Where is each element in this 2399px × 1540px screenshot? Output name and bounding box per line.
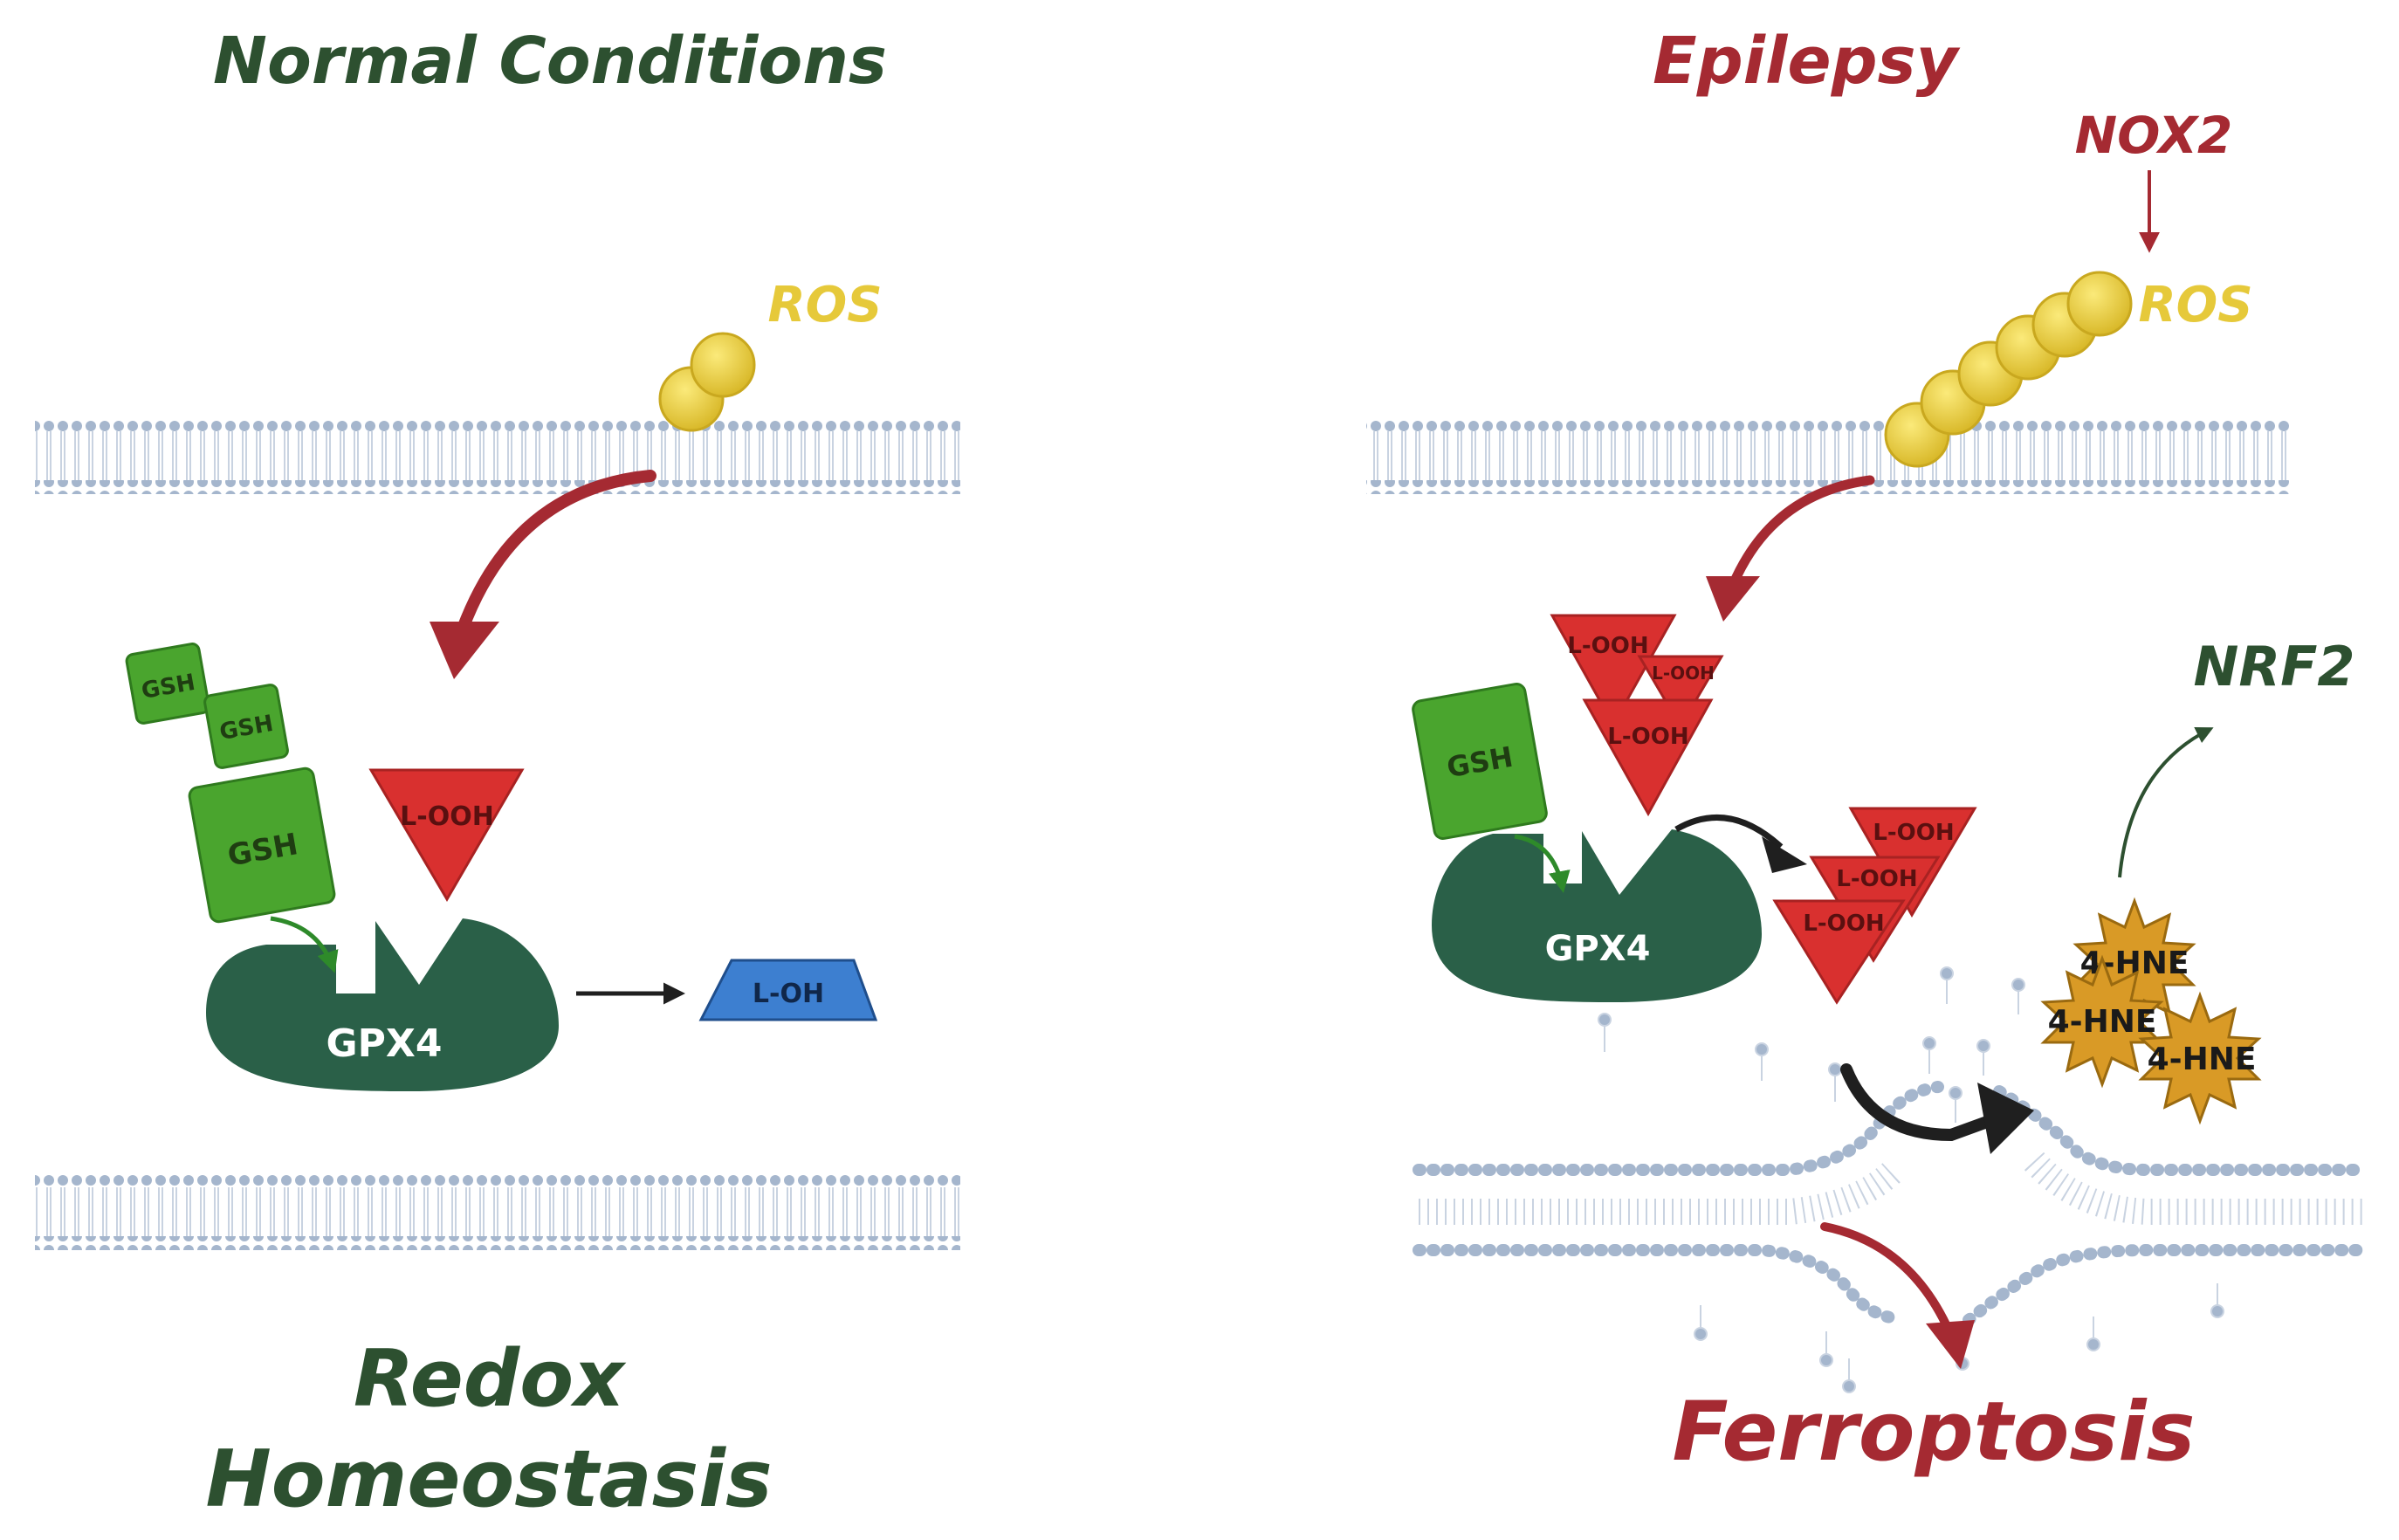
left-lipid-peroxide-label: L-OOH	[400, 801, 494, 832]
right-nrf2-label: NRF2	[2193, 635, 2354, 698]
left-top-membrane	[35, 417, 960, 494]
right-bottom-membrane-left	[1413, 1081, 1944, 1324]
right-peroxidation-arrowhead	[1977, 1083, 2034, 1154]
right-panel: Epilepsy NOX2 ROS L-OOH L-OOH	[1366, 24, 2372, 1480]
right-gsh-binding-arrow	[1514, 834, 1571, 893]
left-title: Normal Conditions	[213, 24, 887, 99]
right-lipid-label-6: L-OOH	[1803, 911, 1884, 937]
right-lipid-label-3: L-OOH	[1607, 724, 1688, 750]
right-ros-molecules	[1884, 271, 2133, 468]
left-ros-arrow	[457, 470, 656, 635]
left-lipid-peroxide	[368, 768, 525, 902]
hne-label-2: 4-HNE	[2048, 1004, 2157, 1040]
hne-burst-3: 4-HNE	[2138, 991, 2262, 1125]
left-gsh-small-1: GSH	[125, 643, 210, 725]
left-product-label: L-OH	[753, 979, 824, 1009]
left-gsh-large: GSH	[188, 767, 336, 924]
hne-burst-2: 4-HNE	[2040, 954, 2164, 1089]
left-ros-molecules	[658, 332, 756, 432]
hne-burst-shape-3	[2138, 991, 2262, 1125]
right-gsh: GSH	[1412, 683, 1548, 840]
right-lipid-peroxide-cluster-top: L-OOH L-OOH L-OOH	[1550, 614, 1724, 817]
right-peroxidation-arrow	[1840, 1063, 2005, 1142]
right-ros-label: ROS	[2138, 277, 2252, 333]
left-outcome-line2: Homeostasis	[205, 1433, 772, 1525]
right-lipid-label-1: L-OOH	[1567, 633, 1648, 659]
left-gpx4-label: GPX4	[327, 1021, 443, 1066]
right-ros-arrow	[1728, 475, 1875, 590]
right-free-lipids	[1598, 966, 2224, 1393]
right-nrf2-arrow	[2118, 727, 2214, 878]
hne-label-3: 4-HNE	[2148, 1042, 2257, 1077]
hne-burst-shape-2	[2040, 954, 2164, 1089]
right-overflow-arrowhead	[1762, 836, 1807, 873]
left-ros-arrowhead	[430, 622, 499, 679]
right-hne-cluster: 4-HNE 4-HNE 4-HNE	[2040, 897, 2262, 1125]
right-lipid-label-4: L-OOH	[1873, 820, 1954, 846]
right-lipid-label-5: L-OOH	[1836, 866, 1917, 892]
left-gsh-binding-arrow	[270, 916, 339, 973]
left-product-shape	[698, 959, 878, 1021]
right-outcome: Ferroptosis	[1673, 1385, 2196, 1480]
left-bottom-membrane	[35, 1173, 960, 1250]
right-bottom-membrane-right	[1963, 1085, 2372, 1326]
right-top-membrane	[1366, 417, 2292, 494]
right-ferroptosis-arrowhead	[1926, 1320, 1975, 1369]
right-ferroptosis-arrow	[1820, 1222, 1956, 1340]
left-outcome-line1: Redox	[354, 1333, 627, 1425]
left-gsh-small-2: GSH	[203, 684, 289, 769]
right-gpx4-label: GPX4	[1545, 929, 1651, 969]
right-gpx4-enzyme	[1432, 829, 1762, 1002]
right-ros-arrowhead	[1706, 576, 1760, 622]
left-gpx4-enzyme	[206, 918, 559, 1091]
right-overflow-arrow	[1674, 814, 1784, 849]
right-nox2-label: NOX2	[2075, 106, 2233, 165]
right-title: Epilepsy	[1653, 24, 1960, 99]
left-ros-label: ROS	[767, 277, 882, 333]
right-lipid-peroxide-cluster-mid: L-OOH L-OOH L-OOH	[1772, 807, 1977, 1005]
left-panel: Normal Conditions ROS GSH GSH GSH	[35, 24, 960, 1525]
right-lipid-label-2: L-OOH	[1652, 663, 1715, 684]
